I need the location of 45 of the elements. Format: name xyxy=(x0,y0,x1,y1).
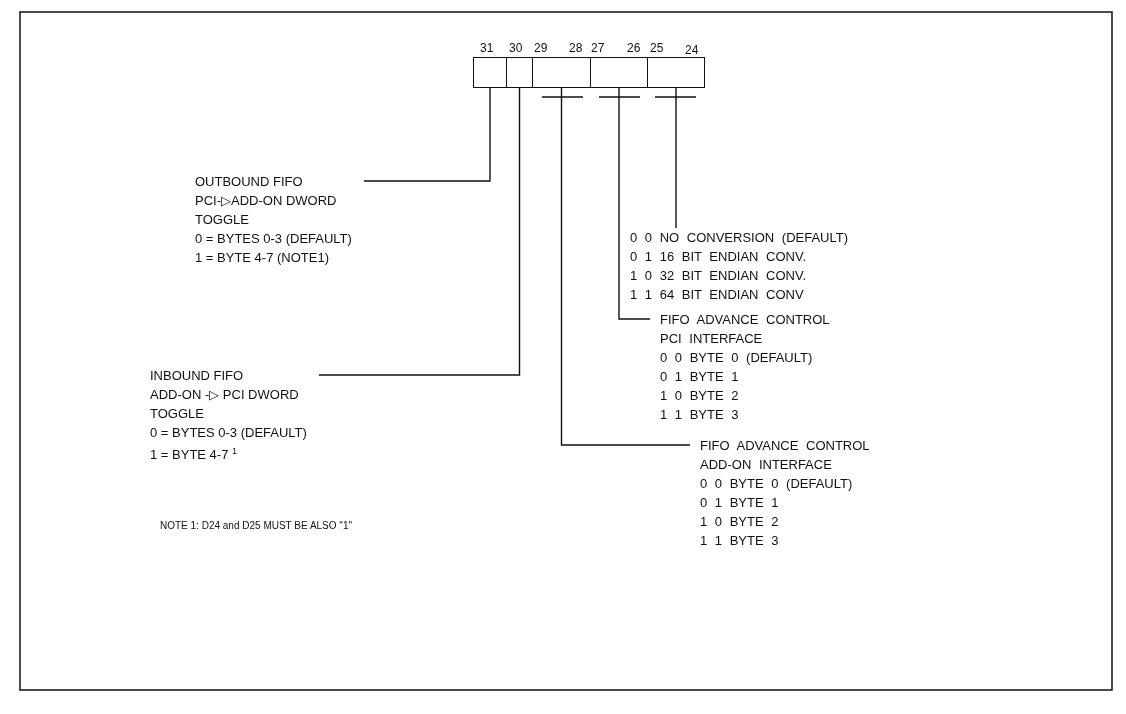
field-description: INBOUND FIFO xyxy=(150,367,245,385)
leader-line xyxy=(318,87,521,376)
field-description: TOGGLE xyxy=(195,211,250,229)
bit-number: 31 xyxy=(480,41,494,55)
value-row-text: 0 1 BYTE 1 xyxy=(660,368,740,386)
leader-line xyxy=(675,87,677,229)
bit-field-cell xyxy=(506,57,533,88)
value-row-text: 0 = BYTES 0-3 (DEFAULT) xyxy=(195,230,352,248)
bit-field-cell xyxy=(532,57,591,88)
value-row-text: 1 0 BYTE 2 xyxy=(700,513,780,531)
field-description: 0 0 NO CONVERSION (DEFAULT) xyxy=(630,229,848,247)
field-description: ADD-ON -▷ PCI DWORD xyxy=(150,386,300,404)
bit-number: 27 xyxy=(591,41,605,55)
bit-field-cell xyxy=(473,57,507,88)
bit-number: 29 xyxy=(534,41,548,55)
value-row-text: 1 0 BYTE 2 xyxy=(660,387,740,405)
value-row-text: 0 1 16 BIT ENDIAN CONV. xyxy=(630,248,808,266)
bit-number: 30 xyxy=(509,41,523,55)
field-description: PCI-▷ADD-ON DWORD xyxy=(195,192,338,210)
bit-field-cell xyxy=(590,57,648,88)
bit-field-cell xyxy=(647,57,705,88)
value-row-text: 0 0 BYTE 0 (DEFAULT) xyxy=(700,475,854,493)
note: NOTE 1: D24 and D25 MUST BE ALSO "1" xyxy=(160,520,352,531)
value-row-text: 1 1 64 BIT ENDIAN CONV xyxy=(630,286,805,304)
value-row-text: 1 1 BYTE 3 xyxy=(660,406,740,424)
field-description: ADD-ON INTERFACE xyxy=(700,456,833,474)
field-description: OUTBOUND FIFO xyxy=(195,173,304,191)
leader-line xyxy=(618,87,651,320)
leader-line xyxy=(560,87,691,446)
field-description: TOGGLE xyxy=(150,405,205,423)
value-row-text: 0 0 BYTE 0 (DEFAULT) xyxy=(660,349,814,367)
bit-number: 25 xyxy=(650,41,664,55)
field-description: FIFO ADVANCE CONTROL xyxy=(700,437,870,455)
field-description: FIFO ADVANCE CONTROL xyxy=(660,311,830,329)
value-row-text: 1 0 32 BIT ENDIAN CONV. xyxy=(630,267,808,285)
value-row-text: 1 = BYTE 4-7 (NOTE1) xyxy=(195,249,330,267)
bit-number: 26 xyxy=(627,41,641,55)
value-row-text: 1 = BYTE 4-7 $^{1}$ xyxy=(150,445,239,465)
bit-number: 24 xyxy=(685,43,699,57)
value-row-text: 1 1 BYTE 3 xyxy=(700,532,780,550)
value-row-text: 0 = BYTES 0-3 (DEFAULT) xyxy=(150,424,307,442)
value-row-text: 0 1 BYTE 1 xyxy=(700,494,780,512)
leader-line xyxy=(363,87,491,182)
field-description: PCI INTERFACE xyxy=(660,330,764,348)
bit-number: 28 xyxy=(569,41,583,55)
